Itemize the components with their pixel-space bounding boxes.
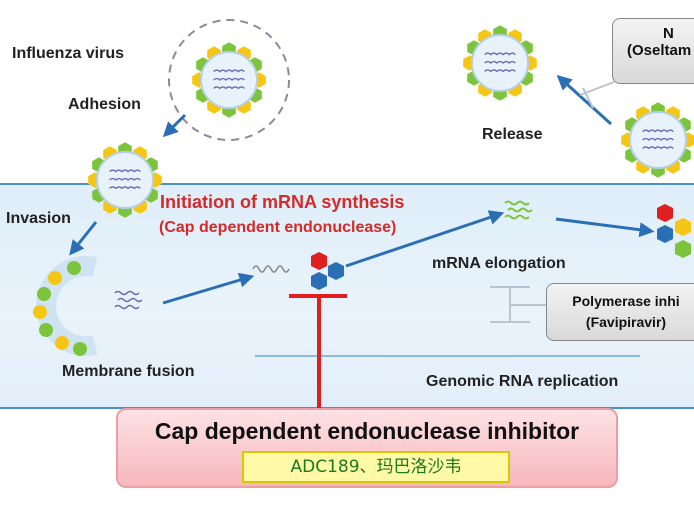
endosome-membrane-fusion bbox=[33, 256, 98, 356]
initiation-title: Initiation of mRNA synthesis bbox=[160, 192, 405, 212]
arrow-initiation bbox=[345, 210, 505, 268]
polymerase-complex bbox=[657, 204, 691, 258]
flow-arrows bbox=[69, 74, 655, 305]
virus-particle-release bbox=[463, 25, 537, 101]
polymerase-line1: Polymerase inhi bbox=[572, 293, 680, 309]
arrow-release bbox=[556, 74, 613, 126]
neuraminidase-line2: (Oseltam bbox=[627, 42, 692, 59]
genomic-replication-label: Genomic RNA replication bbox=[426, 373, 619, 390]
polymerase-line2: (Favipiravir) bbox=[585, 314, 667, 330]
initiation-subtitle: (Cap dependent endonuclease) bbox=[159, 219, 397, 236]
invasion-label: Invasion bbox=[6, 210, 71, 227]
polymerase-inhibitor-box: Polymerase inhi (Favipiravir) bbox=[546, 283, 694, 341]
arrow-invasion bbox=[69, 221, 98, 256]
inhibitor-examples: ADC189、玛巴洛沙韦 bbox=[242, 451, 510, 483]
viral-rna-in-endosome bbox=[114, 290, 143, 310]
cap-rna-strand bbox=[252, 265, 290, 273]
cap-inhibition bbox=[289, 294, 347, 410]
neuraminidase-inhibitor-box: N (Oseltam bbox=[612, 18, 694, 84]
neuraminidase-line1: N bbox=[663, 25, 674, 42]
virus-particle-adhesion bbox=[192, 42, 266, 118]
release-label: Release bbox=[482, 126, 543, 143]
virus-particle-budding bbox=[621, 102, 694, 178]
polymerase-inhibition bbox=[490, 286, 548, 323]
mrna-strands bbox=[504, 200, 533, 220]
adhesion-label: Adhesion bbox=[68, 96, 141, 113]
virus-particle-invasion bbox=[88, 142, 162, 218]
mrna-elongation-label: mRNA elongation bbox=[432, 255, 566, 272]
arrow-fusion bbox=[162, 272, 255, 305]
influenza-virus-label: Influenza virus bbox=[12, 45, 125, 62]
arrow-elongation bbox=[555, 217, 655, 238]
arrow-adhesion bbox=[162, 113, 187, 138]
membrane-fusion-label: Membrane fusion bbox=[62, 363, 195, 380]
adhesion-dashed-outline bbox=[168, 19, 290, 141]
cap-inhibitor-title: Cap dependent endonuclease inhibitor bbox=[154, 418, 580, 444]
cap-inhibitor-box: Cap dependent endonuclease inhibitor bbox=[116, 408, 618, 488]
endonuclease-complex bbox=[311, 252, 344, 290]
neuraminidase-inhibition bbox=[579, 81, 615, 109]
